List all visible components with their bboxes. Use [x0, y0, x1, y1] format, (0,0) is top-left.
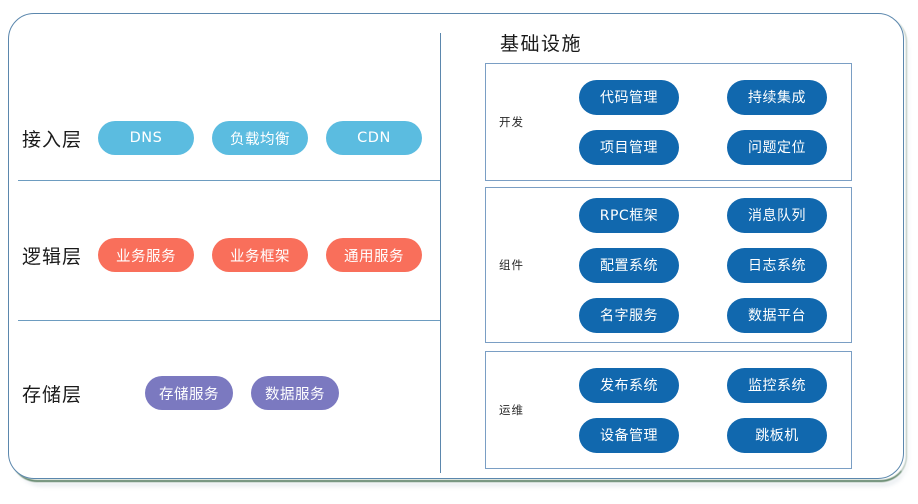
pill-business-service[interactable]: 业务服务 [98, 238, 194, 272]
pill-project-management[interactable]: 项目管理 [579, 129, 679, 165]
infrastructure-title: 基础设施 [500, 33, 583, 55]
layer-divider-access-logic [18, 180, 440, 181]
pill-storage-service[interactable]: 存储服务 [145, 376, 233, 410]
layer-row-access: 接入层 DNS 负载均衡 CDN [8, 121, 440, 155]
pill-business-framework[interactable]: 业务框架 [212, 238, 308, 272]
layer-label-storage: 存储层 [22, 383, 83, 406]
pill-continuous-integration[interactable]: 持续集成 [727, 79, 827, 115]
infra-group-development: 开发 代码管理 持续集成 项目管理 问题定位 [485, 63, 852, 181]
infra-group-operations: 运维 发布系统 监控系统 设备管理 跳板机 [485, 351, 852, 469]
pill-data-service[interactable]: 数据服务 [251, 376, 339, 410]
pill-naming-service[interactable]: 名字服务 [579, 297, 679, 333]
pill-device-management[interactable]: 设备管理 [579, 417, 679, 453]
group-label-operations: 运维 [499, 403, 524, 417]
pill-data-platform[interactable]: 数据平台 [727, 297, 827, 333]
layer-divider-logic-storage [18, 320, 440, 321]
layer-label-logic: 逻辑层 [22, 245, 83, 268]
pill-release-system[interactable]: 发布系统 [579, 367, 679, 403]
pill-load-balancer[interactable]: 负载均衡 [212, 121, 308, 155]
pill-code-management[interactable]: 代码管理 [579, 79, 679, 115]
infra-group-components: 组件 RPC框架 消息队列 配置系统 日志系统 名字服务 数据平台 [485, 187, 852, 343]
infrastructure-panel: 基础设施 开发 代码管理 持续集成 项目管理 问题定位 组件 RPC框架 消息队… [440, 13, 904, 479]
pill-rpc-framework[interactable]: RPC框架 [579, 197, 679, 233]
pill-bastion-host[interactable]: 跳板机 [727, 417, 827, 453]
layer-items-storage: 存储服务 数据服务 [145, 376, 339, 410]
pill-issue-tracking[interactable]: 问题定位 [727, 129, 827, 165]
pill-logging-system[interactable]: 日志系统 [727, 247, 827, 283]
pill-config-system[interactable]: 配置系统 [579, 247, 679, 283]
pill-message-queue[interactable]: 消息队列 [727, 197, 827, 233]
layer-row-storage: 存储层 存储服务 数据服务 [8, 376, 440, 410]
panel-divider-vertical [440, 33, 441, 473]
group-label-components: 组件 [499, 258, 524, 272]
pill-cdn[interactable]: CDN [326, 121, 422, 155]
pill-dns[interactable]: DNS [98, 121, 194, 155]
layer-row-logic: 逻辑层 业务服务 业务框架 通用服务 [8, 238, 440, 272]
pill-common-service[interactable]: 通用服务 [326, 238, 422, 272]
group-label-development: 开发 [499, 115, 524, 129]
group-items-components: RPC框架 消息队列 配置系统 日志系统 名字服务 数据平台 [561, 197, 851, 333]
layer-label-access: 接入层 [22, 128, 83, 151]
pill-monitoring-system[interactable]: 监控系统 [727, 367, 827, 403]
layer-items-access: DNS 负载均衡 CDN [98, 121, 422, 155]
layer-items-logic: 业务服务 业务框架 通用服务 [98, 238, 422, 272]
application-layers-panel: 接入层 DNS 负载均衡 CDN 逻辑层 业务服务 业务框架 通用服务 存储层 … [8, 13, 440, 479]
group-items-operations: 发布系统 监控系统 设备管理 跳板机 [561, 367, 851, 453]
group-items-development: 代码管理 持续集成 项目管理 问题定位 [561, 79, 851, 165]
